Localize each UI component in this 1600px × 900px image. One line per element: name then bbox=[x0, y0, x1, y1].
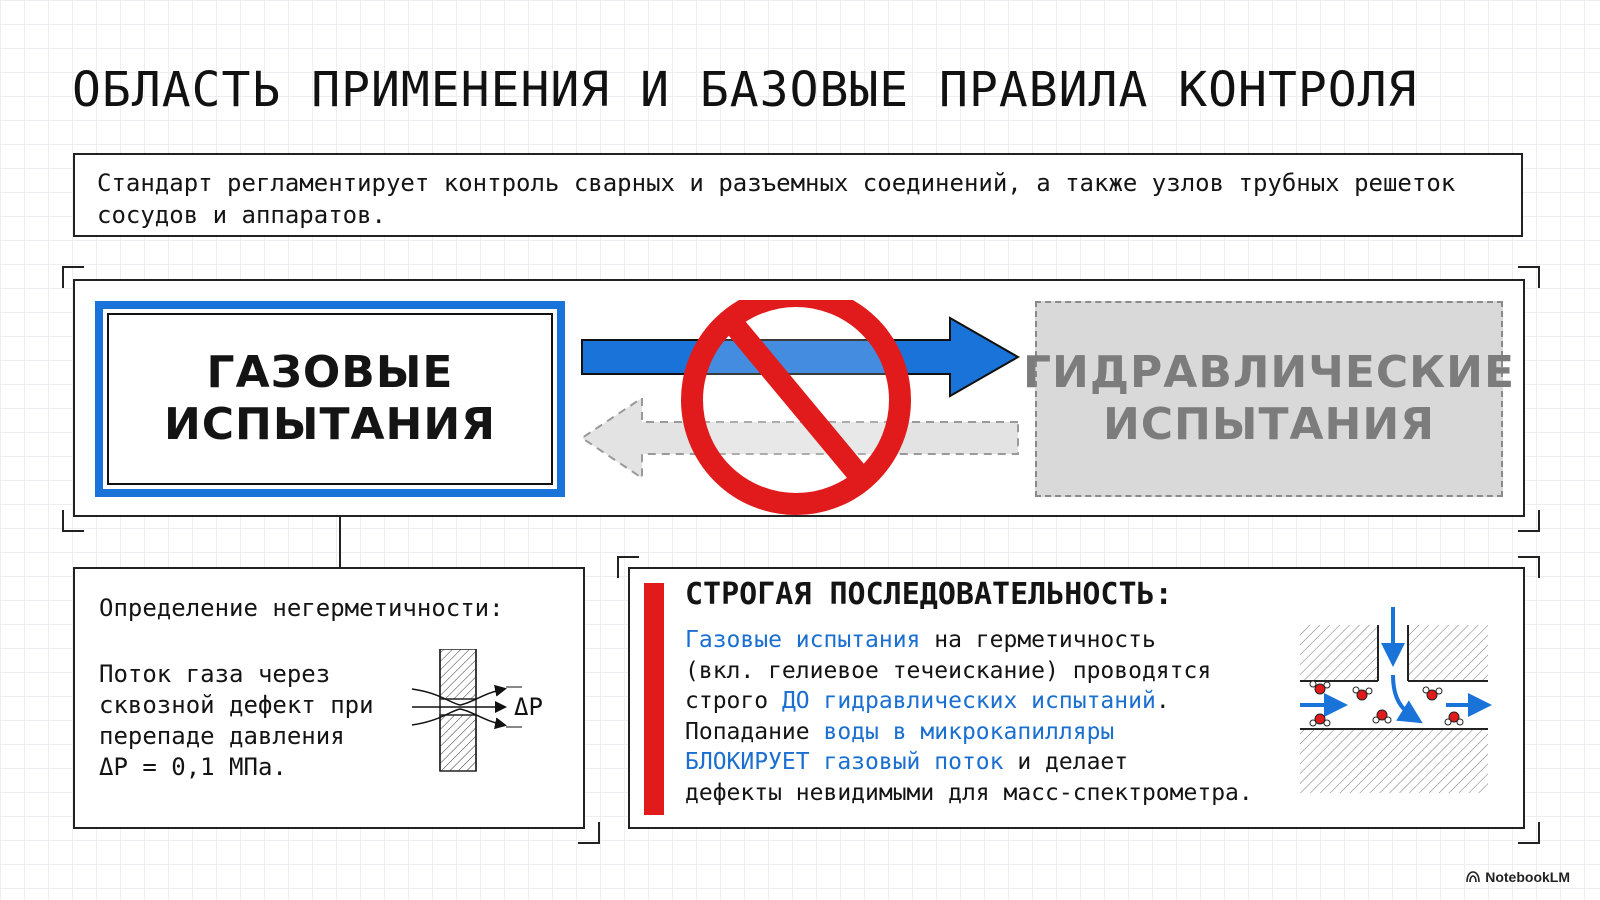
frame-corner bbox=[1518, 822, 1540, 844]
frame-corner bbox=[578, 822, 600, 844]
notebooklm-logo-icon bbox=[1466, 871, 1481, 883]
frame-corner bbox=[617, 556, 639, 578]
page-title: ОБЛАСТЬ ПРИМЕНЕНИЯ И БАЗОВЫЕ ПРАВИЛА КОН… bbox=[72, 62, 1418, 118]
definition-line: ΔP = 0,1 МПа. bbox=[99, 753, 287, 781]
body-text: . bbox=[1155, 688, 1170, 714]
body-text: (вкл. гелиевое течеискание) проводятся bbox=[685, 657, 1212, 684]
gas-tests-box: ГАЗОВЫЕ ИСПЫТАНИЯ bbox=[95, 301, 565, 497]
body-text: на герметичность bbox=[920, 627, 1156, 653]
gas-tests-label-2: ИСПЫТАНИЯ bbox=[163, 399, 497, 450]
water-molecule-icon bbox=[1422, 686, 1443, 701]
forward-arrow-icon bbox=[581, 316, 1021, 398]
water-molecule-icon bbox=[1309, 713, 1331, 727]
definition-title: Определение негерметичности: bbox=[99, 594, 504, 622]
gas-flow-defect-icon: ΔP bbox=[411, 649, 543, 772]
hydraulic-tests-label-1: ГИДРАВЛИЧЕСКИЕ bbox=[1023, 347, 1516, 398]
back-arrow-icon bbox=[580, 396, 1019, 480]
arrows-diagram bbox=[580, 300, 1021, 515]
delta-p-label: ΔP bbox=[514, 693, 543, 721]
sequence-text: Газовые испытания на герметичность (вкл.… bbox=[685, 625, 1325, 808]
body-text: дефекты невидимыми для масс-спектрометра… bbox=[685, 779, 1253, 806]
frame-corner bbox=[62, 510, 84, 532]
body-text: и делает bbox=[1003, 749, 1129, 775]
gas-tests-label-1: ГАЗОВЫЕ bbox=[206, 347, 454, 398]
brand-name: NotebookLM bbox=[1485, 869, 1570, 885]
frame-corner bbox=[1518, 556, 1540, 578]
water-molecule-icon bbox=[1352, 686, 1373, 701]
highlight-text: БЛОКИРУЕТ газовый поток bbox=[685, 749, 1004, 775]
definition-line: перепаде давления bbox=[99, 722, 345, 750]
body-text: строго bbox=[685, 688, 782, 714]
water-capillary-icon bbox=[1300, 607, 1492, 793]
highlight-text: ДО гидравлических испытаний bbox=[781, 688, 1156, 714]
body-text: Попадание bbox=[685, 718, 824, 745]
frame-corner bbox=[1518, 510, 1540, 532]
water-molecule-icon bbox=[1309, 680, 1331, 695]
red-accent-bar bbox=[644, 583, 664, 815]
hydraulic-tests-box: ГИДРАВЛИЧЕСКИЕ ИСПЫТАНИЯ bbox=[1023, 301, 1514, 497]
hydraulic-tests-label-2: ИСПЫТАНИЯ bbox=[1102, 399, 1436, 450]
definition-box: Определение негерметичности: Поток газа … bbox=[73, 567, 585, 829]
sequence-box: СТРОГАЯ ПОСЛЕДОВАТЕЛЬНОСТЬ: Газовые испы… bbox=[628, 567, 1525, 829]
connector-line bbox=[339, 517, 341, 567]
definition-text: Поток газа через сквозной дефект при пер… bbox=[99, 659, 399, 783]
frame-corner bbox=[1518, 266, 1540, 288]
brand-watermark: NotebookLM bbox=[1466, 869, 1570, 885]
definition-line: Поток газа через bbox=[99, 660, 331, 688]
water-molecule-icon bbox=[1444, 711, 1464, 726]
definition-line: сквозной дефект при bbox=[99, 691, 374, 719]
sequence-title: СТРОГАЯ ПОСЛЕДОВАТЕЛЬНОСТЬ: bbox=[685, 577, 1173, 612]
highlight-text: воды в микрокапилляры bbox=[823, 718, 1115, 745]
intro-text: Стандарт регламентирует контроль сварных… bbox=[73, 153, 1523, 237]
frame-corner bbox=[62, 266, 84, 288]
highlight-text: Газовые испытания bbox=[685, 627, 921, 653]
water-molecule-icon bbox=[1372, 709, 1392, 724]
prohibition-icon bbox=[681, 300, 911, 515]
